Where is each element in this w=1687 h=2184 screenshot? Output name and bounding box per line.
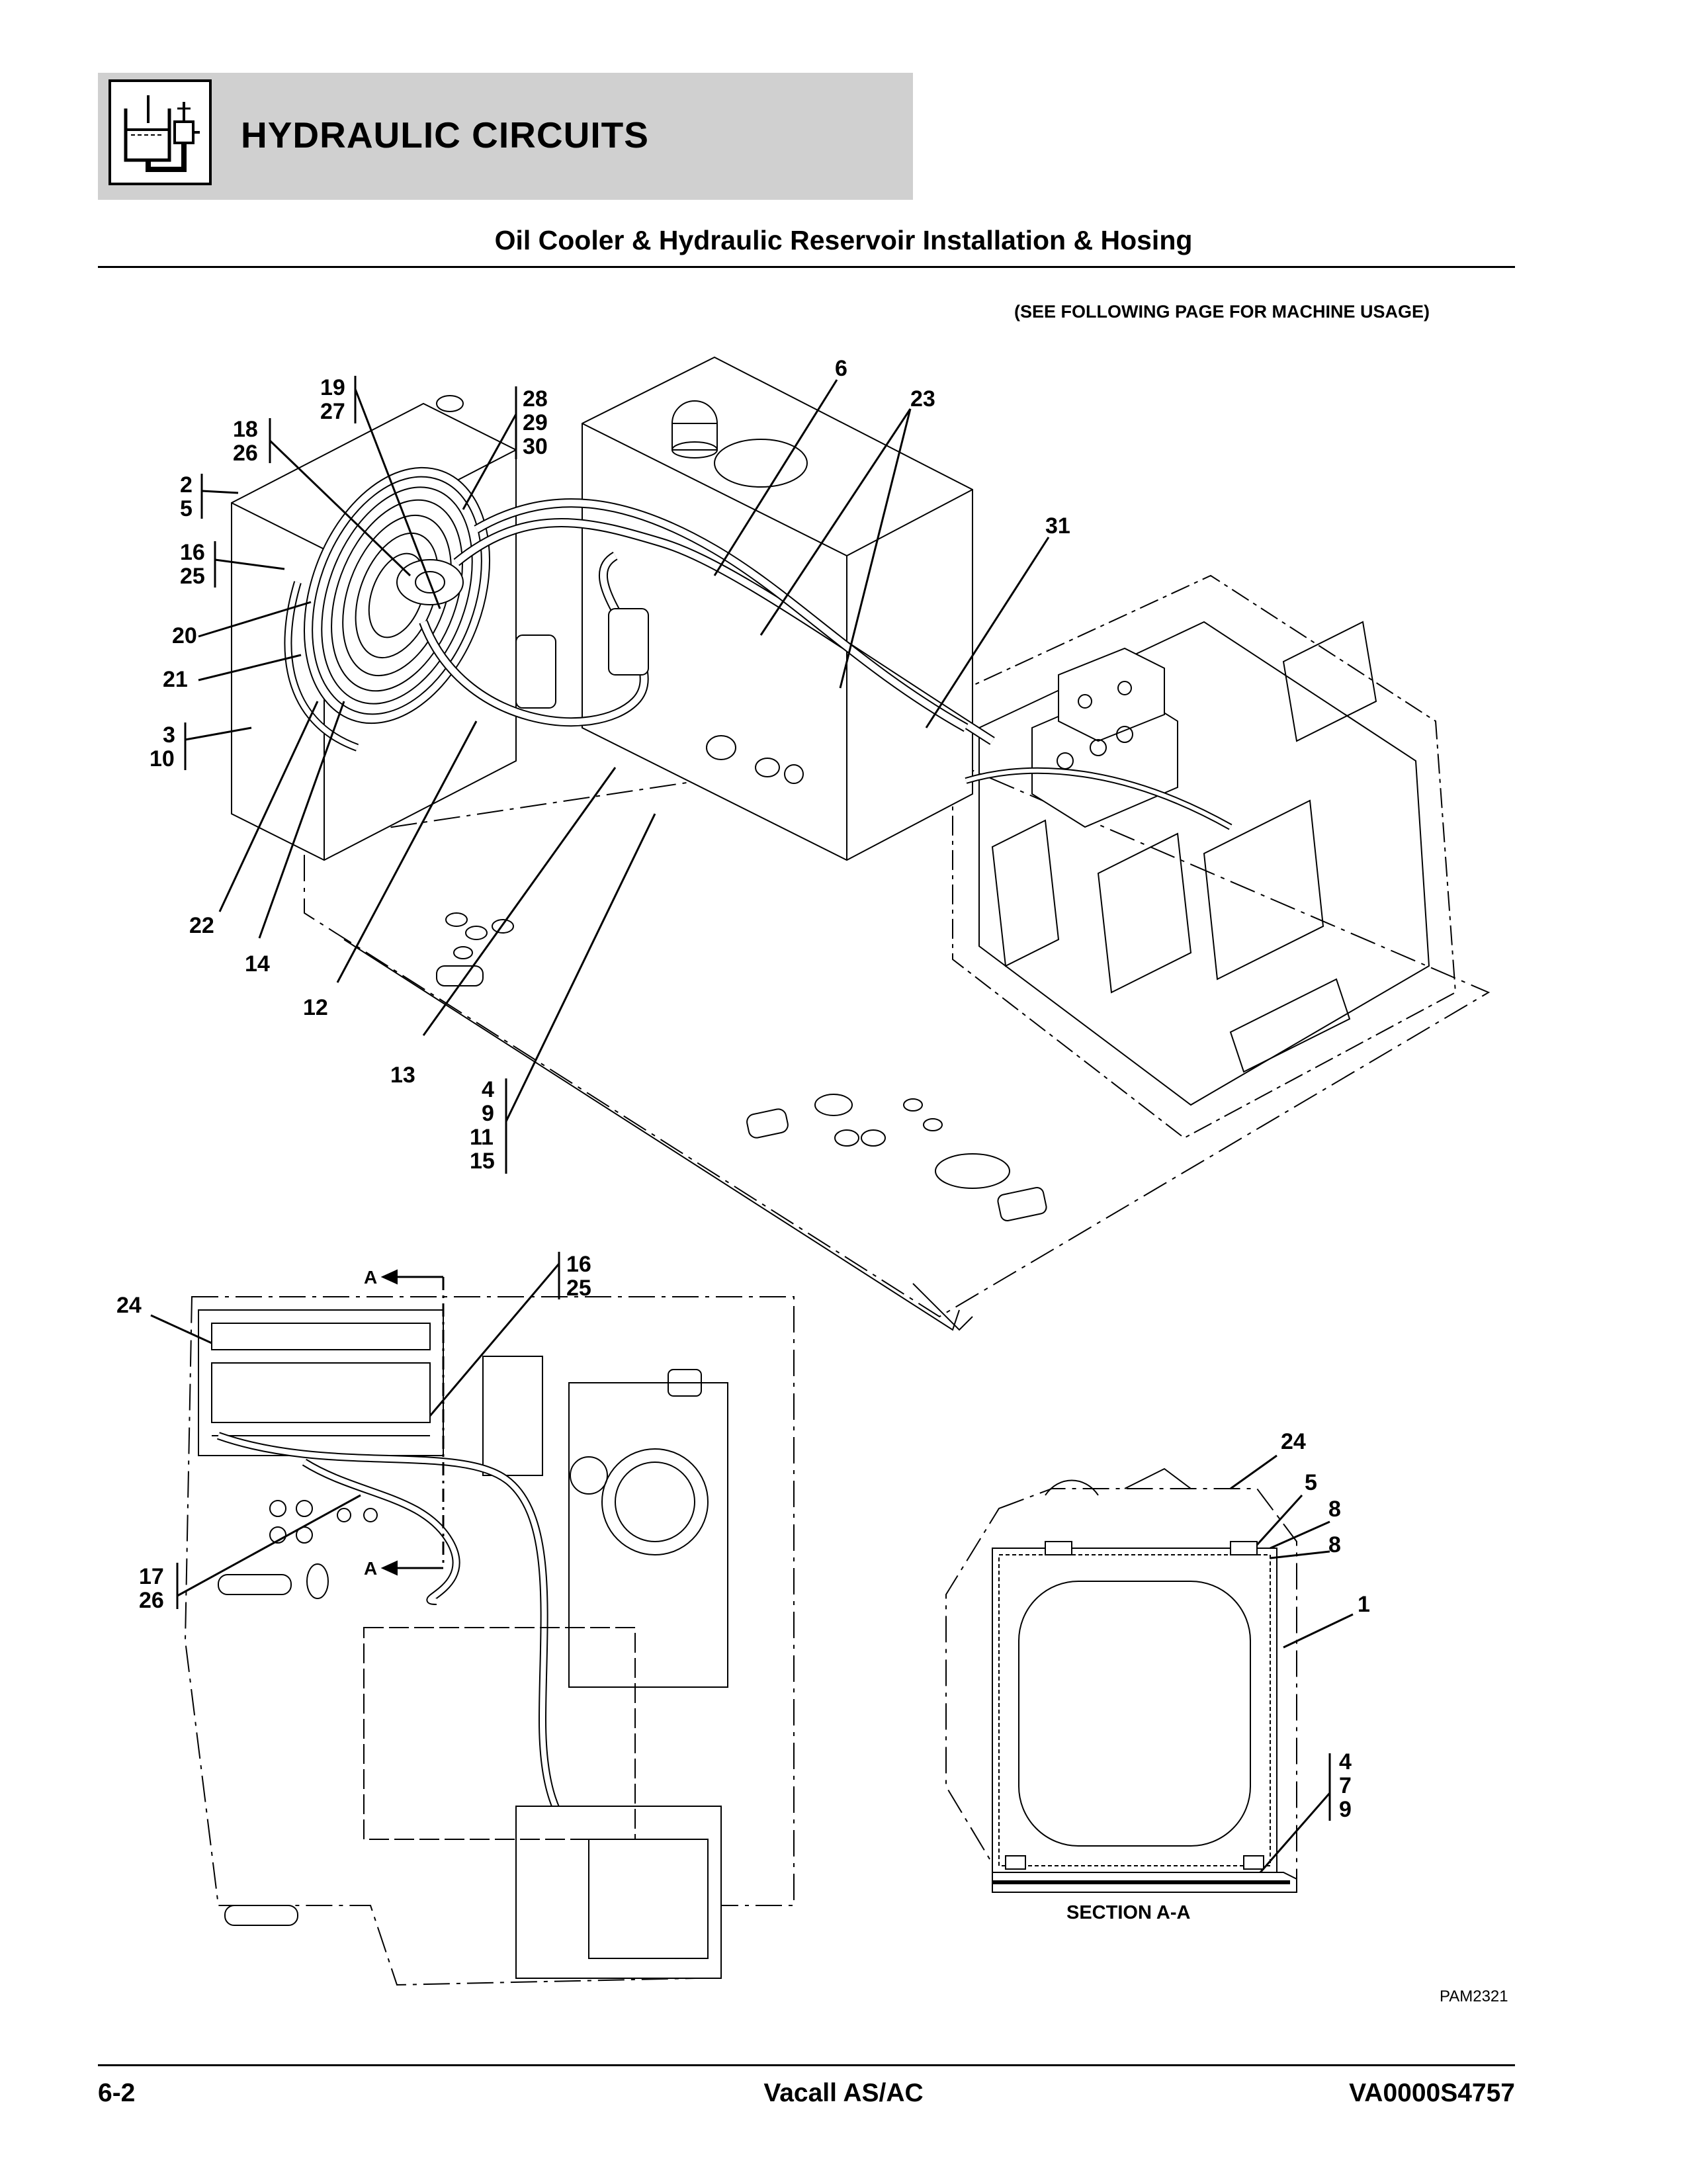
page-title: Oil Cooler & Hydraulic Reservoir Install… <box>494 225 1193 255</box>
callout-19: 19 <box>320 375 345 400</box>
callout-4: 4 <box>482 1077 494 1102</box>
callout-6: 6 <box>835 356 847 381</box>
page-number: 6-2 <box>98 2079 136 2107</box>
section-marker-top: A <box>364 1267 377 1288</box>
callout-28: 28 <box>523 386 548 412</box>
doc-code: VA0000S4757 <box>1349 2079 1515 2107</box>
section-callout-4: 4 <box>1339 1749 1352 1774</box>
callout-14: 14 <box>245 951 270 977</box>
plan-callout-26: 26 <box>139 1588 164 1613</box>
plan-callout-17: 17 <box>139 1564 164 1589</box>
section-marker-bottom: A <box>364 1558 377 1579</box>
callout-21: 21 <box>163 667 188 692</box>
callout-13: 13 <box>390 1063 415 1088</box>
section-callout-24: 24 <box>1281 1429 1306 1454</box>
plan-callout-24: 24 <box>116 1293 142 1318</box>
callout-5: 5 <box>180 496 193 521</box>
usage-note: (SEE FOLLOWING PAGE FOR MACHINE USAGE) <box>1014 302 1430 322</box>
section-title: HYDRAULIC CIRCUITS <box>241 114 649 155</box>
callout-labels: 19 27 28 29 30 18 26 2 5 16 25 20 21 3 1… <box>116 356 1370 1923</box>
callout-26: 26 <box>233 441 258 466</box>
header-band <box>98 73 913 200</box>
callout-9: 9 <box>482 1101 494 1126</box>
callout-11: 11 <box>470 1125 494 1150</box>
header-rule <box>98 266 1515 268</box>
callout-25: 25 <box>180 564 205 589</box>
callout-22: 22 <box>189 913 214 938</box>
section-callout-7: 7 <box>1339 1773 1352 1798</box>
plan-callout-25: 25 <box>566 1276 591 1301</box>
callout-29: 29 <box>523 410 548 435</box>
section-callout-5: 5 <box>1305 1470 1317 1495</box>
plan-view <box>184 1269 795 1986</box>
footer-rule <box>98 2064 1515 2066</box>
hydraulic-circuit-icon <box>108 79 212 185</box>
callout-20: 20 <box>172 623 197 648</box>
section-callout-8a: 8 <box>1328 1497 1341 1522</box>
callout-2: 2 <box>180 472 193 498</box>
callout-18: 18 <box>233 417 258 442</box>
model-name: Vacall AS/AC <box>763 2079 924 2107</box>
callout-15: 15 <box>470 1149 495 1174</box>
leader-lines <box>150 379 1354 1873</box>
callout-12: 12 <box>303 995 328 1020</box>
callout-3: 3 <box>163 722 175 748</box>
isometric-view <box>231 356 1491 1331</box>
callout-30: 30 <box>523 434 548 459</box>
callout-31: 31 <box>1045 513 1070 539</box>
section-callout-8b: 8 <box>1328 1532 1341 1557</box>
section-callout-9: 9 <box>1339 1797 1352 1822</box>
section-callout-1: 1 <box>1358 1592 1370 1617</box>
section-label: SECTION A-A <box>1066 1902 1190 1923</box>
callout-23: 23 <box>910 386 935 412</box>
callout-16: 16 <box>180 540 205 565</box>
callout-group-bars <box>176 376 1331 1821</box>
figure-id: PAM2321 <box>1440 1987 1508 2005</box>
callout-10: 10 <box>150 746 175 771</box>
callout-27: 27 <box>320 399 345 424</box>
plan-callout-16: 16 <box>566 1252 591 1277</box>
section-a-a-view <box>945 1467 1297 1893</box>
